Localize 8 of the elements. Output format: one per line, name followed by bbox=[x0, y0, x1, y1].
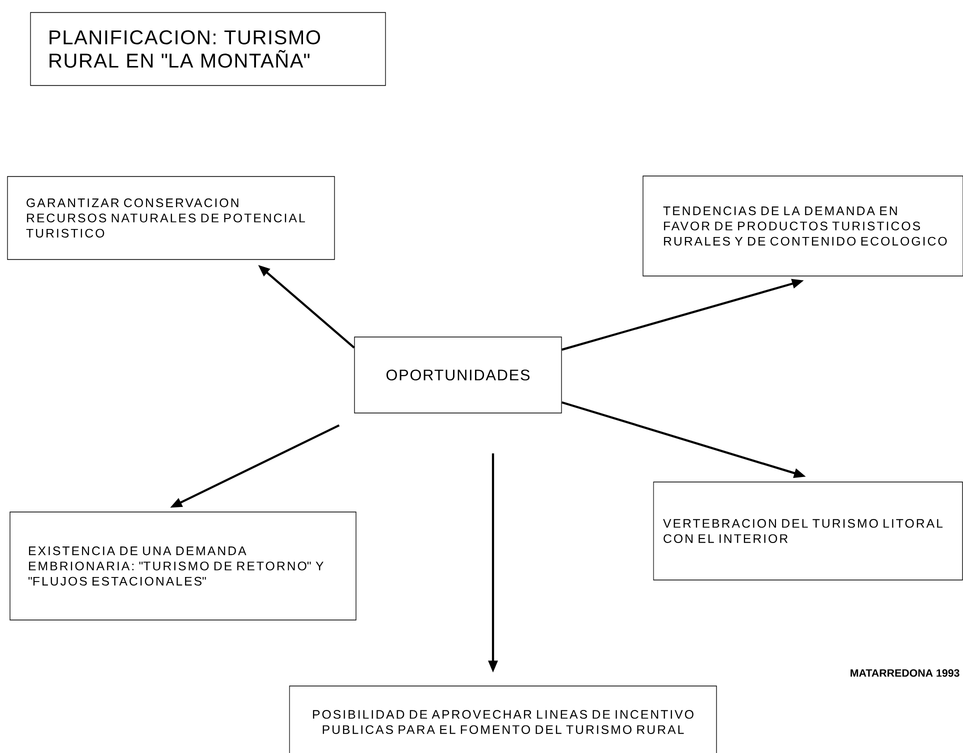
credit-label: MATARREDONA 1993 bbox=[850, 669, 960, 677]
text-box: EXISTENCIA DE UNA DEMANDA EMBRIONARIA: "TURISMO DE RETORNO" Y "FLUJOS ESTACIONALES" bbox=[10, 512, 356, 620]
text-box: OPORTUNIDADES bbox=[354, 336, 562, 414]
text-box: TENDENCIAS DE LA DEMANDA EN FAVOR DE PRODUCTOS TURISTICOS RURALES Y DE CONTENIDO ECOLOGICO bbox=[642, 176, 963, 276]
text-box: POSIBILIDAD DE APROVECHAR LINEAS DE INCENTIVO PUBLICAS PARA EL FOMENTO DEL TURISMO RURAL bbox=[289, 686, 717, 753]
text-box: GARANTIZAR CONSERVACION RECURSOS NATURALES DE POTENCIAL TURISTICO bbox=[7, 176, 335, 260]
title-box: PLANIFICACION: TURISMO RURAL EN "LA MONTAÑA" bbox=[30, 12, 386, 86]
text-box: VERTEBRACION DEL TURISMO LITORAL CON EL INTERIOR bbox=[653, 482, 963, 580]
